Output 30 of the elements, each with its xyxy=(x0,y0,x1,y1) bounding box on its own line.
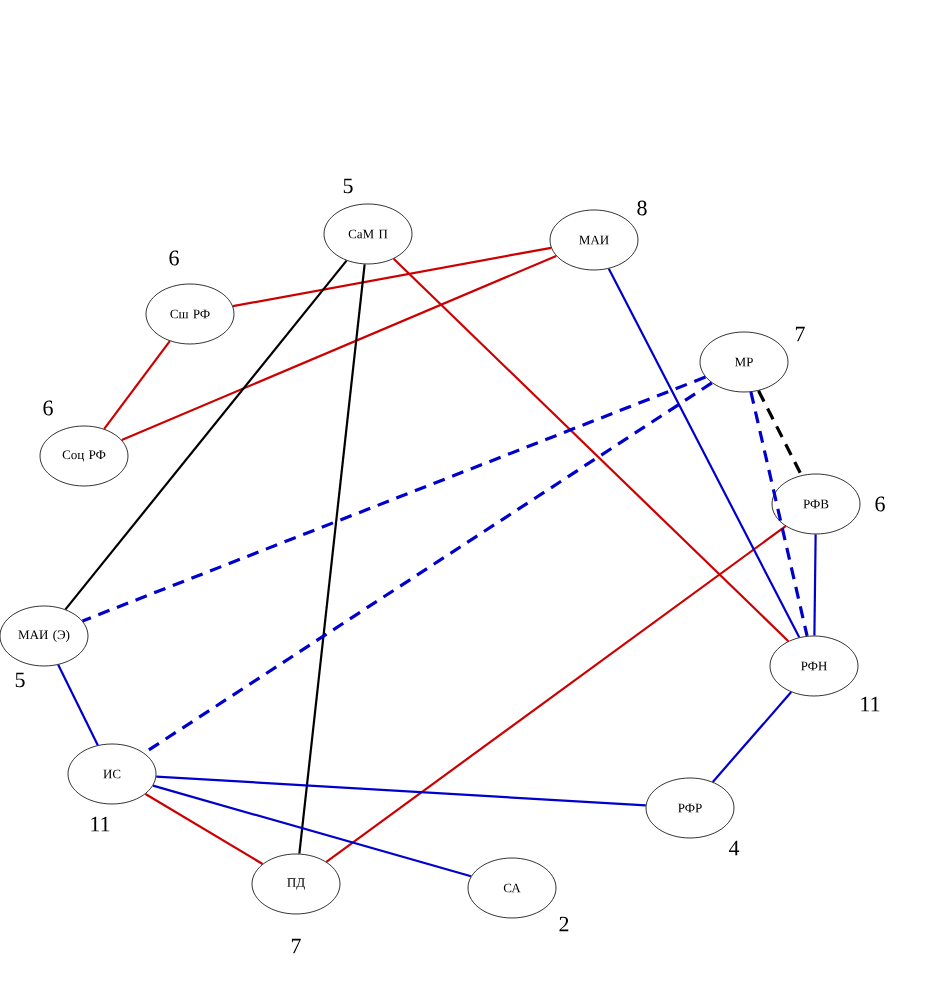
count-label: 6 xyxy=(875,496,885,512)
connector-line xyxy=(144,793,264,865)
connector-line xyxy=(103,340,171,430)
count-label: 2 xyxy=(559,916,569,932)
connector-line xyxy=(64,259,348,611)
count-label: 8 xyxy=(637,200,647,216)
count-label: 7 xyxy=(291,938,301,954)
connector-line xyxy=(152,784,472,878)
count-label: 5 xyxy=(15,672,25,688)
connector-line xyxy=(325,525,787,863)
connector-line xyxy=(232,246,552,308)
count-label: 6 xyxy=(43,400,53,416)
count-label: 7 xyxy=(795,326,805,342)
connector-line xyxy=(81,375,707,623)
connector-line xyxy=(392,258,790,642)
connector-line xyxy=(711,691,793,783)
count-label: 4 xyxy=(728,840,740,856)
connector-line xyxy=(57,664,99,746)
connector-line xyxy=(607,268,801,638)
count-label: 6 xyxy=(169,250,179,266)
count-label: 11 xyxy=(861,696,880,712)
connector-line xyxy=(121,254,557,441)
connector-line xyxy=(757,390,803,476)
connector-line xyxy=(156,775,646,807)
connector-line xyxy=(143,381,713,755)
connector-line xyxy=(298,264,366,854)
count-label: 11 xyxy=(91,816,110,832)
connector-line xyxy=(813,534,817,636)
count-label: 5 xyxy=(343,178,353,194)
connector-line xyxy=(749,391,809,637)
